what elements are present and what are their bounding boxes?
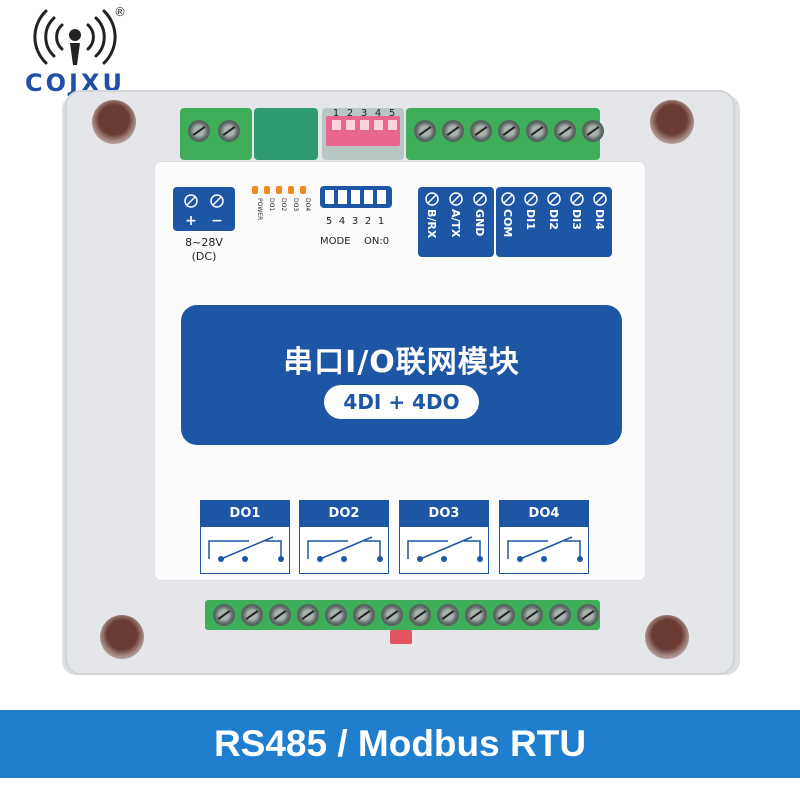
dip-mode-label: MODE (320, 236, 351, 247)
digital-input-tab: COM DI1 DI2 DI3 DI4 (496, 187, 612, 257)
dip-top-num: 4 (375, 108, 381, 119)
relay-switch-icon (208, 536, 284, 562)
terminal-label-di1: DI1 (524, 209, 537, 230)
screw-icon (213, 604, 235, 626)
screw-icon (470, 120, 492, 142)
led-label-power: POWER (256, 198, 263, 220)
dip-top-num: 2 (347, 108, 353, 119)
screw-icon (549, 604, 571, 626)
dip-face-num: 5 (326, 216, 332, 227)
terminal-label-com: COM (501, 209, 514, 237)
protocol-banner-text: RS485 / Modbus RTU (213, 723, 587, 764)
power-input-tab: + − (173, 187, 235, 231)
screw-icon (577, 604, 599, 626)
mount-hole-top-left (92, 100, 136, 144)
dip-on-label: ON:0 (364, 236, 389, 247)
screw-icon (498, 120, 520, 142)
product-title-panel: 串口I/O联网模块 4DI + 4DO (181, 305, 622, 445)
terminal-label-di3: DI3 (570, 209, 583, 230)
registered-mark: ® (114, 5, 126, 19)
screw-icon (188, 120, 210, 142)
dip-face-num: 3 (352, 216, 358, 227)
screw-icon (241, 604, 263, 626)
screw-icon (297, 604, 319, 626)
power-spec: 8~28V (DC) (165, 236, 243, 264)
protocol-banner: RS485 / Modbus RTU (0, 710, 800, 778)
dip-top-num: 1 (333, 108, 339, 119)
status-leds: POWER DO1 DO2 DO3 DO4 (252, 186, 311, 220)
screw-icon (325, 604, 347, 626)
mount-hole-top-right (650, 100, 694, 144)
terminal-label-atx: A/TX (449, 209, 462, 238)
screw-icon (582, 120, 604, 142)
led-label-do2: DO2 (280, 198, 287, 211)
screw-icon (381, 604, 403, 626)
led-label-do4: DO4 (304, 198, 311, 211)
io-module-device: 1 2 3 4 5 + − 8~28V (DC) (0, 0, 800, 700)
terminal-label-gnd: GND (473, 209, 486, 236)
power-type: (DC) (191, 250, 217, 263)
dip-top-num: 3 (361, 108, 367, 119)
relay-output-card: DO4 (499, 500, 589, 574)
terminal-label-brx: B/RX (425, 209, 438, 239)
led-label-do1: DO1 (268, 198, 275, 211)
reset-tab (390, 630, 412, 644)
relay-switch-icon (307, 536, 383, 562)
mount-hole-bottom-right (645, 615, 689, 659)
relay-output-label: DO4 (500, 501, 588, 527)
dip-face-num: 4 (339, 216, 345, 227)
screw-icon (414, 120, 436, 142)
wireless-signal-icon (33, 9, 117, 65)
relay-output-card: DO2 (299, 500, 389, 574)
screw-icon (409, 604, 431, 626)
screw-icon (218, 120, 240, 142)
screw-icon (269, 604, 291, 626)
dip-labels: 5 4 3 2 1 MODE ON:0 (320, 216, 389, 247)
led-window (254, 108, 318, 160)
dip-switch-face (320, 186, 392, 208)
relay-output-label: DO2 (300, 501, 388, 527)
product-subtitle: 4DI + 4DO (324, 385, 479, 419)
relay-terminal-block (205, 600, 600, 630)
screw-icon (493, 604, 515, 626)
dip-switch-top: 1 2 3 4 5 (322, 108, 404, 160)
screw-icon (526, 120, 548, 142)
screw-icon (554, 120, 576, 142)
dip-face-num: 2 (365, 216, 371, 227)
comm-terminal-tab: B/RX A/TX GND (418, 187, 494, 257)
led-label-do3: DO3 (292, 198, 299, 211)
screw-icon (442, 120, 464, 142)
screw-icon (465, 604, 487, 626)
relay-output-card: DO3 (399, 500, 489, 574)
power-terminal-block (180, 108, 252, 160)
terminal-label-di2: DI2 (547, 209, 560, 230)
relay-output-card: DO1 (200, 500, 290, 574)
mount-hole-bottom-left (100, 615, 144, 659)
relay-switch-icon (407, 536, 483, 562)
power-voltage: 8~28V (185, 236, 223, 249)
product-title: 串口I/O联网模块 (283, 345, 520, 380)
terminal-label-di4: DI4 (593, 209, 606, 230)
relay-output-label: DO1 (201, 501, 289, 527)
dip-face-num: 1 (378, 216, 384, 227)
screw-icon (353, 604, 375, 626)
power-minus-label: − (211, 213, 223, 229)
relay-switch-icon (507, 536, 583, 562)
relay-output-label: DO3 (400, 501, 488, 527)
screw-icon (521, 604, 543, 626)
dip-top-num: 5 (389, 108, 395, 119)
screw-icon (437, 604, 459, 626)
power-plus-label: + (185, 213, 197, 229)
signal-terminal-block (406, 108, 604, 160)
